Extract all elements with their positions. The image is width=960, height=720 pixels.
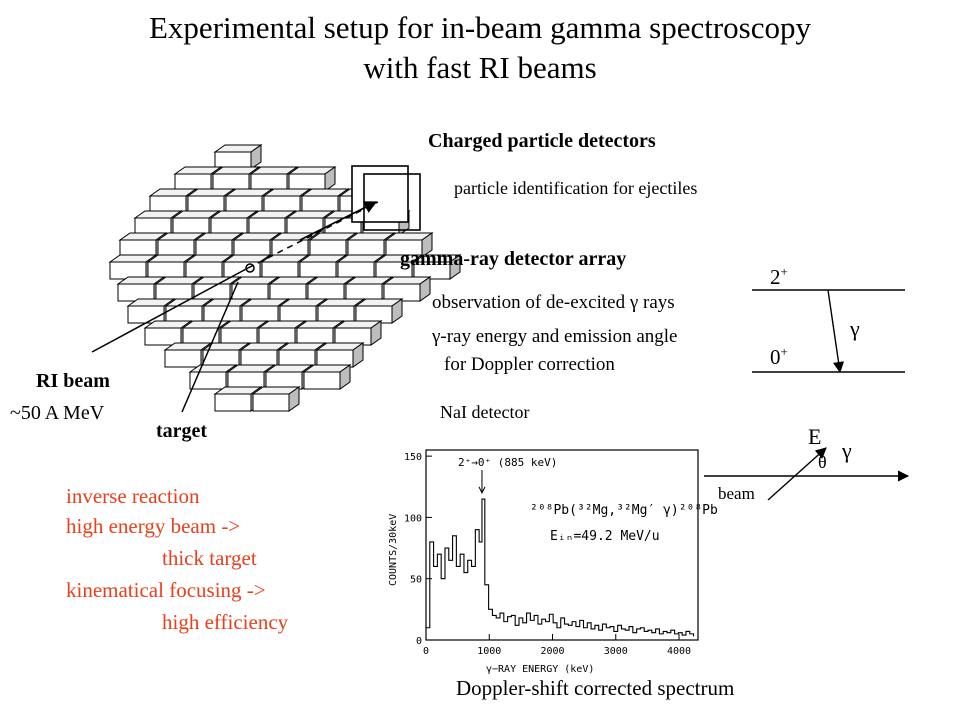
detector-crystal — [412, 254, 462, 280]
detector-crystal — [287, 166, 337, 192]
transition-gamma-label: γ — [850, 316, 860, 341]
spectrum-beam-energy-label: Eᵢₙ=49.2 MeV/u — [550, 529, 660, 544]
spectrum-x-tick-label: 3000 — [604, 646, 628, 657]
kinematics-graphic — [704, 447, 910, 501]
beam-path-dashed — [247, 201, 379, 269]
ejectile-arrow — [299, 201, 378, 241]
spectrum-peak-arrow — [478, 470, 486, 495]
note-line-3: thick target — [162, 546, 257, 570]
detector-crystal — [333, 320, 383, 346]
charged-detectors-desc: particle identification for ejectiles — [454, 178, 698, 198]
spectrum-x-tick-label: 4000 — [667, 646, 691, 657]
spectrum-axes — [425, 449, 699, 641]
beam-label: beam — [718, 484, 755, 503]
note-line-5: high efficiency — [162, 610, 289, 634]
gamma-array-line-1: observation of de-excited γ rays — [432, 292, 675, 313]
note-line-4: kinematical focusing -> — [66, 578, 266, 602]
level-lower-label: 0+ — [770, 344, 788, 369]
detector-crystal — [143, 320, 193, 346]
ri-beam-label: RI beam — [36, 370, 110, 392]
target-marker — [245, 263, 255, 273]
gamma-array-line-3: for Doppler correction — [444, 354, 615, 375]
gamma-array-line-2: γ-ray energy and emission angle — [432, 326, 678, 347]
nai-detector-label: NaI detector — [440, 402, 530, 422]
e-label: E — [808, 424, 822, 449]
detector-crystal — [346, 232, 396, 258]
level-scheme-graphic — [752, 289, 905, 374]
spectrum-peak-label: 2⁺→0⁺ (885 keV) — [458, 456, 557, 469]
beam-energy-label: ~50 A MeV — [10, 402, 105, 424]
note-line-1: inverse reaction — [66, 484, 200, 508]
title-line-1: Experimental setup for in-beam gamma spe… — [149, 10, 811, 45]
detector-crystal — [213, 144, 263, 170]
title-line-2: with fast RI beams — [363, 50, 597, 85]
spectrum-y-tick-label: 100 — [404, 513, 422, 524]
note-line-2: high energy beam -> — [66, 514, 241, 538]
slide-title: Experimental setup for in-beam gamma spe… — [0, 8, 960, 88]
detector-crystal — [308, 232, 358, 258]
spectrum-x-axis-label: γ−RAY ENERGY (keV) — [486, 664, 594, 675]
spectrum-y-tick-label: 50 — [410, 575, 422, 586]
spectrum-x-tick-label: 0 — [423, 646, 429, 657]
charged-detectors-heading: Charged particle detectors — [428, 130, 656, 152]
spectrum-reaction-label: ²⁰⁸Pb(³²Mg,³²Mg′ γ)²⁰⁸Pb — [530, 503, 718, 518]
theta-label: θ — [818, 452, 827, 472]
detector-crystal — [384, 232, 434, 258]
ri-beam-line — [91, 267, 249, 353]
detector-crystal — [382, 276, 432, 302]
spectrum-x-tick-label: 1000 — [477, 646, 501, 657]
spectrum-x-tick-label: 2000 — [540, 646, 564, 657]
detector-crystal — [302, 364, 352, 390]
spectrum-y-axis-label: COUNTS/30keV — [388, 514, 399, 586]
gamma-array-heading: gamma-ray detector array — [400, 248, 627, 270]
spectrum-frame — [425, 449, 699, 641]
charged-particle-detector-graphic — [351, 165, 421, 231]
spectrum-y-tick-label: 0 — [416, 636, 422, 647]
detector-crystal — [108, 254, 158, 280]
spectrum-y-tick-label: 150 — [404, 452, 422, 463]
kinematics-gamma-label: γ — [842, 438, 852, 463]
detector-crystal — [354, 298, 404, 324]
detector-crystal — [251, 386, 301, 412]
detector-crystal — [154, 276, 204, 302]
detector-crystal — [315, 342, 365, 368]
level-upper-label: 2+ — [770, 264, 788, 289]
target-label: target — [156, 420, 208, 442]
spectrum-caption: Doppler-shift corrected spectrum — [456, 676, 735, 700]
target-pointer-line — [181, 281, 239, 413]
spectrum-series-line — [426, 498, 695, 637]
spectrum-ticks: 0 50 100 150 0 1000 2000 3000 4000 — [404, 452, 691, 657]
